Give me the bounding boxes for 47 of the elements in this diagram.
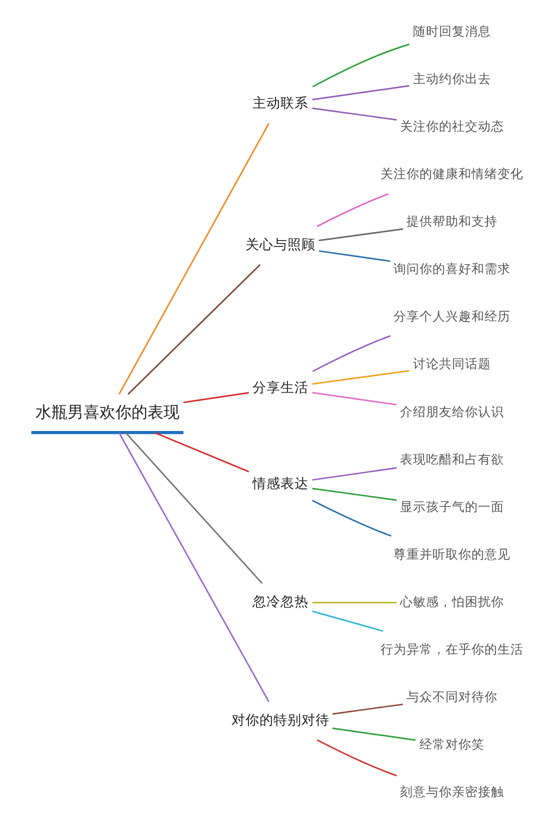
- connector: [316, 192, 389, 227]
- connector: [332, 703, 404, 714]
- node-text: 主动联系: [252, 95, 309, 110]
- connector: [312, 499, 392, 536]
- node-text: 经常对你笑: [420, 736, 485, 752]
- node-text: 情感表达: [252, 475, 309, 490]
- connector: [312, 334, 391, 372]
- connector: [316, 738, 397, 776]
- node-text: 分享个人兴趣和经历: [394, 308, 511, 324]
- node-text: 对你的特别对待: [232, 712, 330, 728]
- node-text: 随时回复消息: [413, 23, 492, 38]
- node-text: 与众不同对待你: [406, 688, 498, 704]
- connector: [312, 43, 410, 87]
- connector: [312, 391, 397, 405]
- connector: [318, 228, 404, 241]
- connector: [318, 250, 391, 262]
- connector: [312, 610, 384, 632]
- node-text: 提供帮助和支持: [406, 213, 498, 228]
- node-text: 分享生活: [252, 379, 309, 394]
- node-text: 水瓶男喜欢你的表现: [35, 404, 180, 421]
- node-text: 尊重并听取你的意见: [394, 546, 511, 561]
- node-text: 询问你的喜好和需求: [394, 260, 511, 276]
- node-text: 关心与照顾: [246, 236, 316, 252]
- connector: [125, 432, 263, 584]
- connector: [312, 369, 410, 384]
- node-text: 表现吃醋和占有欲: [400, 450, 504, 466]
- connector: [128, 264, 261, 394]
- connector: [118, 122, 270, 394]
- node-text: 关注你的社交动态: [400, 118, 504, 134]
- node-text: 行为异常，在乎你的生活: [380, 640, 524, 656]
- connector: [312, 487, 397, 500]
- node-text: 显示孩子气的一面: [400, 498, 504, 514]
- connector: [312, 84, 410, 100]
- connector: [332, 727, 416, 740]
- node-text: 心敏感，怕困扰你: [400, 593, 504, 608]
- connector: [312, 601, 397, 603]
- connector: [312, 466, 397, 480]
- connector: [312, 107, 397, 120]
- node-text: 刻意与你亲密接触: [400, 784, 504, 799]
- node-text: 主动约你出去: [413, 70, 492, 86]
- connector: [154, 432, 250, 472]
- node-text: 介绍朋友给你认识: [400, 403, 504, 418]
- node-text: 忽冷忽热: [252, 594, 309, 609]
- connector: [118, 432, 270, 702]
- connector: [183, 392, 249, 403]
- node-text: 关注你的健康和情绪变化: [380, 166, 524, 181]
- node-text: 讨论共同话题: [413, 356, 492, 371]
